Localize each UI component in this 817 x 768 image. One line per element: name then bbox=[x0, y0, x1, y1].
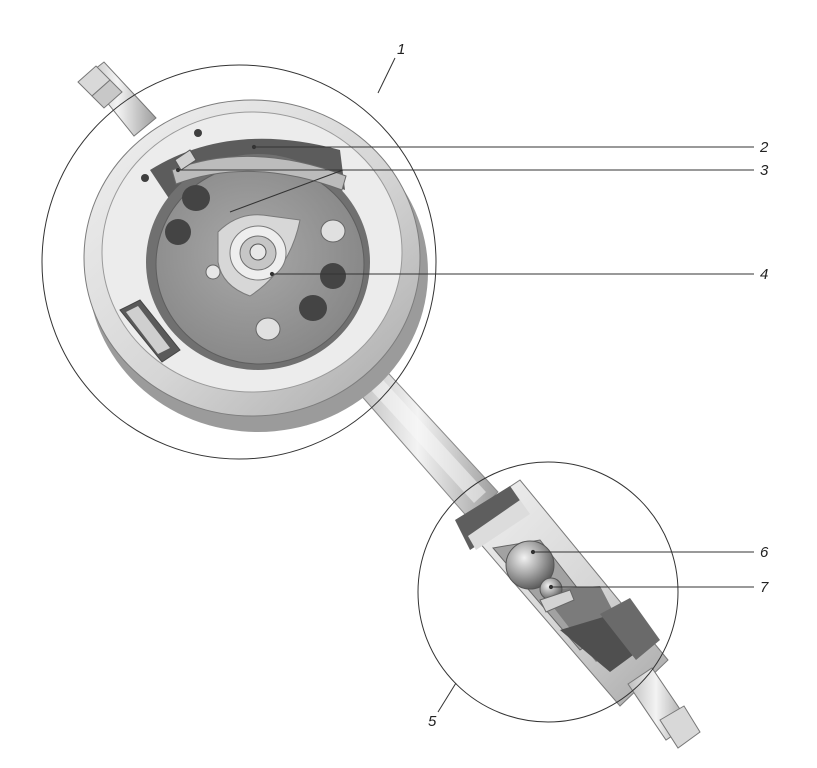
disc-holes bbox=[165, 185, 346, 341]
callout-1: 1 bbox=[397, 41, 405, 58]
spring-arc bbox=[171, 149, 347, 191]
callout-6: 6 bbox=[760, 544, 769, 561]
callout-3: 3 bbox=[760, 162, 769, 179]
callout-4: 4 bbox=[760, 266, 768, 283]
central-hub bbox=[217, 214, 301, 297]
check-valve-housing bbox=[455, 479, 669, 707]
inlet-hose-barb bbox=[77, 61, 157, 137]
outlet-hose-barb bbox=[627, 667, 701, 749]
callout-2: 2 bbox=[759, 139, 769, 156]
callout-5: 5 bbox=[428, 713, 437, 730]
leader-lines bbox=[175, 57, 754, 713]
callout-7: 7 bbox=[760, 579, 769, 596]
callout-labels: 1 2 3 4 5 6 7 bbox=[397, 41, 769, 730]
detail-circles bbox=[41, 64, 679, 723]
